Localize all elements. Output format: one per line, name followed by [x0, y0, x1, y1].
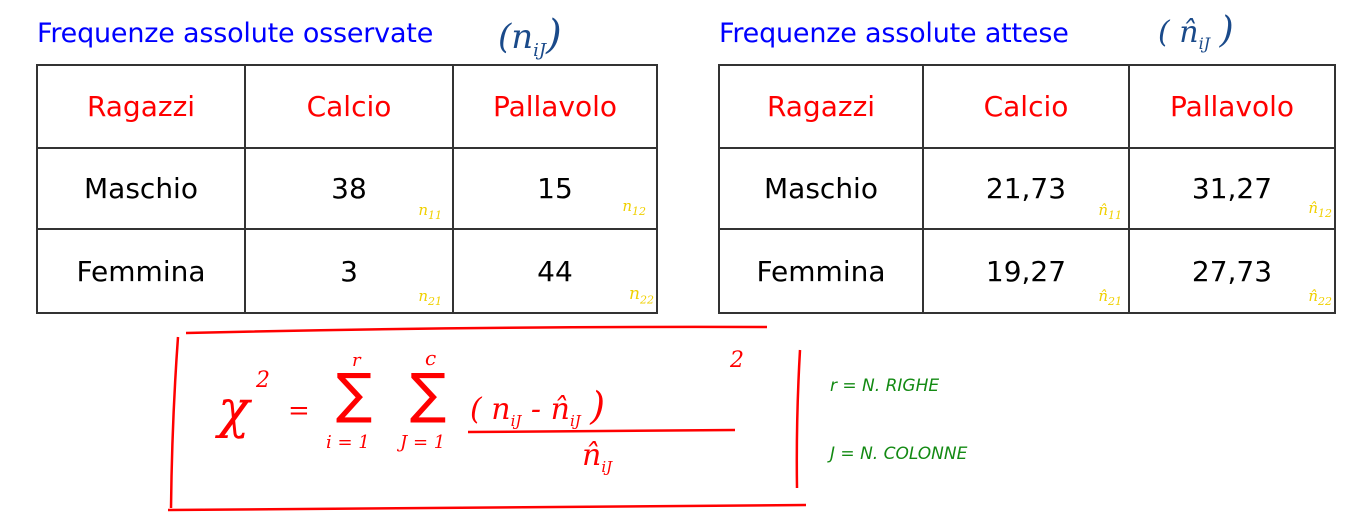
header-cell: Pallavolo — [452, 64, 658, 149]
num-minus: - — [530, 392, 542, 427]
cell-value: 31,27 — [1191, 172, 1273, 205]
row-label: Maschio — [36, 147, 246, 230]
notation-close: ) — [1219, 10, 1234, 51]
cell-value: 19,27 — [985, 254, 1067, 288]
data-cell: 31,27 n̂12 — [1128, 147, 1336, 230]
notation-sub: iJ — [533, 39, 547, 61]
data-cell: 38 n11 — [244, 147, 454, 230]
cell-annotation: n21 — [418, 287, 442, 308]
expected-notation: ( n̂iJ ) — [1158, 10, 1234, 53]
data-cell: 3 n21 — [244, 228, 454, 314]
header-cell: Ragazzi — [718, 64, 924, 149]
num-sub2: iJ — [569, 412, 581, 430]
ann-n-hat: n̂ — [1308, 287, 1318, 305]
ann-n: n — [629, 283, 640, 304]
row-label: Femmina — [36, 228, 246, 314]
table-row: Maschio 21,73 n̂11 31,27 n̂12 — [718, 147, 1336, 230]
observed-table: Ragazzi Calcio Pallavolo Maschio 38 n11 … — [36, 64, 658, 314]
ann-sub: 21 — [428, 295, 442, 308]
data-cell: 15 n12 — [452, 147, 658, 230]
header-cell: Pallavolo — [1128, 64, 1336, 149]
num-hat: n̂ — [550, 392, 570, 427]
observed-title: Frequenze assolute osservate — [37, 18, 434, 49]
cell-annotation: n̂21 — [1098, 287, 1122, 308]
ann-sub: 11 — [428, 209, 442, 222]
observed-notation: (niJ) — [498, 12, 562, 61]
den-sub: iJ — [601, 458, 613, 476]
ann-sub: 12 — [632, 205, 646, 218]
notation-close: ) — [546, 12, 562, 58]
formula-chi-exponent: 2 — [256, 368, 270, 393]
notation-n: (n — [498, 17, 534, 57]
formula-chi: χ — [218, 380, 250, 440]
table-header-row: Ragazzi Calcio Pallavolo — [36, 64, 658, 149]
data-cell: 27,73 n̂22 — [1128, 228, 1336, 314]
num-open: ( n — [470, 392, 511, 427]
notation-sub: iJ — [1198, 34, 1211, 53]
sigma-icon: ∑ — [410, 362, 447, 425]
table-header-row: Ragazzi Calcio Pallavolo — [718, 64, 1336, 149]
cell-value: 15 — [537, 172, 573, 205]
sum2-top: c — [425, 346, 437, 370]
cell-annotation: n12 — [622, 197, 646, 218]
num-sub1: iJ — [510, 412, 522, 430]
cell-annotation: n22 — [629, 284, 654, 306]
cell-annotation: n̂11 — [1098, 201, 1122, 222]
ann-n-hat: n̂ — [1098, 201, 1108, 219]
cell-value: 27,73 — [1191, 254, 1273, 288]
cell-annotation: n̂22 — [1308, 287, 1332, 308]
ann-n: n — [418, 287, 428, 305]
formula-equals: = — [288, 396, 310, 426]
data-cell: 19,27 n̂21 — [922, 228, 1130, 314]
cell-value: 3 — [340, 254, 358, 288]
ann-sub: 21 — [1108, 295, 1122, 308]
header-cell: Calcio — [922, 64, 1130, 149]
table-row: Femmina 19,27 n̂21 27,73 n̂22 — [718, 228, 1336, 314]
legend-rows: r = N. RIGHE — [830, 376, 940, 396]
row-label: Maschio — [718, 147, 924, 230]
ann-sub: 12 — [1318, 207, 1332, 220]
ann-sub: 22 — [1318, 295, 1332, 308]
numerator-exponent: 2 — [730, 348, 744, 373]
ann-n-hat: n̂ — [1098, 287, 1108, 305]
ann-n-hat: n̂ — [1308, 199, 1318, 217]
cell-value: 21,73 — [985, 172, 1067, 205]
header-cell: Ragazzi — [36, 64, 246, 149]
ann-n: n — [418, 201, 428, 219]
num-close: ) — [590, 384, 606, 428]
row-label: Femmina — [718, 228, 924, 314]
sum2-bottom: J = 1 — [400, 432, 446, 453]
formula-denominator: n̂iJ — [582, 438, 612, 476]
table-row: Femmina 3 n21 44 n22 — [36, 228, 658, 314]
header-cell: Calcio — [244, 64, 454, 149]
sigma-icon: ∑ — [336, 362, 373, 425]
sum1-bottom: i = 1 — [326, 432, 370, 453]
sum1-top: r — [352, 350, 361, 371]
ann-sub: 22 — [640, 293, 654, 306]
cell-value: 44 — [537, 254, 573, 288]
cell-annotation: n̂12 — [1308, 199, 1332, 220]
ann-n: n — [622, 197, 632, 215]
expected-table: Ragazzi Calcio Pallavolo Maschio 21,73 n… — [718, 64, 1336, 314]
ann-sub: 11 — [1108, 209, 1122, 222]
cell-annotation: n11 — [418, 201, 442, 222]
table-row: Maschio 38 n11 15 n12 — [36, 147, 658, 230]
formula-numerator: ( niJ - n̂iJ ) — [470, 384, 605, 430]
notation-n-hat: ( n̂ — [1158, 15, 1199, 50]
expected-title: Frequenze assolute attese — [719, 18, 1069, 49]
den-hat: n̂ — [582, 438, 602, 473]
data-cell: 21,73 n̂11 — [922, 147, 1130, 230]
data-cell: 44 n22 — [452, 228, 658, 314]
legend-columns: J = N. COLONNE — [830, 444, 968, 464]
cell-value: 38 — [331, 172, 367, 205]
